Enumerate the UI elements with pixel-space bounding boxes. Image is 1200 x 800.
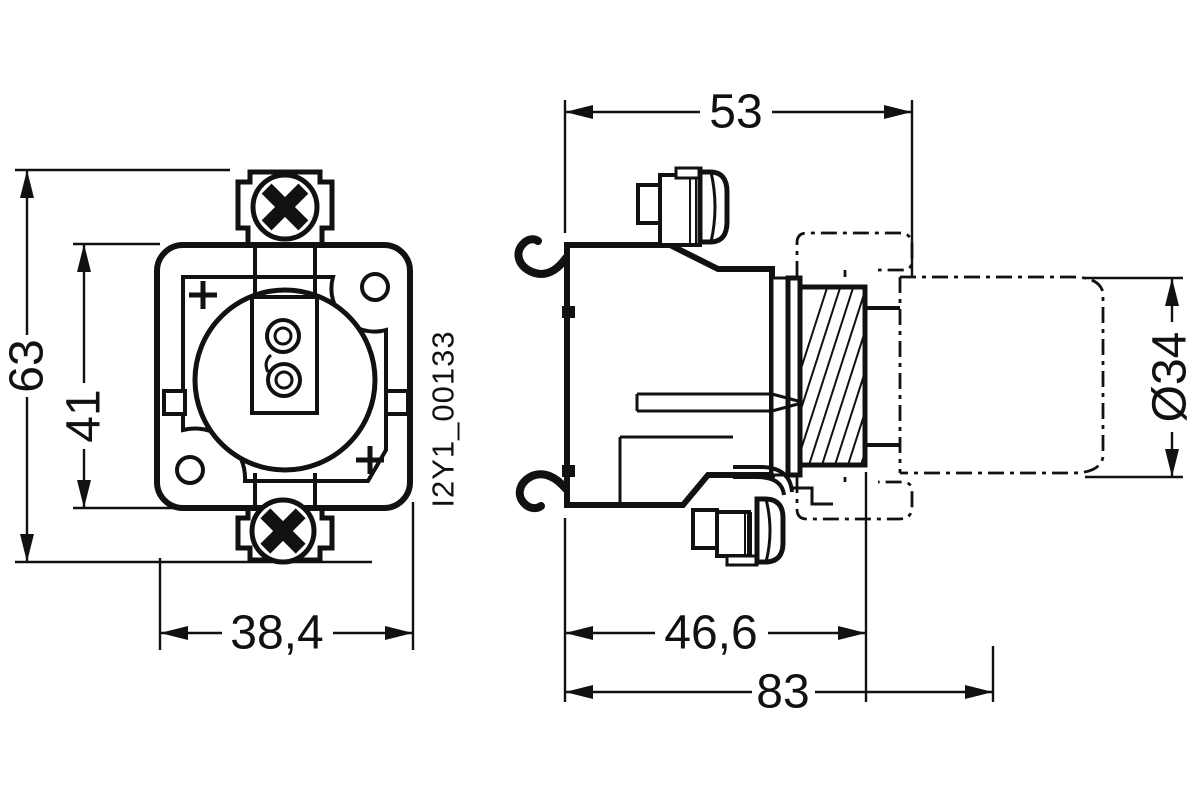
mount-hole-topright bbox=[360, 272, 390, 302]
edge-nub-top bbox=[562, 306, 575, 318]
pin-hole-bottom bbox=[266, 362, 302, 398]
dim-arrow-left bbox=[565, 105, 593, 119]
dim-arrow-up bbox=[1165, 278, 1179, 306]
dim-arrow-down bbox=[1165, 449, 1179, 477]
bottom-step bbox=[790, 486, 833, 506]
dim-value-overall-height: 63 bbox=[1, 339, 54, 392]
phillips-screw-bottom-icon bbox=[249, 497, 317, 565]
pin-hole-bottom-inner bbox=[274, 370, 294, 390]
wire-terminal-bottom bbox=[691, 465, 794, 567]
internal-step-line bbox=[618, 435, 733, 503]
dim-arrow-up bbox=[77, 244, 91, 272]
plus-mark-topleft bbox=[189, 281, 217, 309]
edge-nub-bottom bbox=[562, 465, 575, 477]
dim-value-faceplate-width: 38,4 bbox=[230, 607, 323, 660]
dim-arrow-down bbox=[77, 480, 91, 508]
mount-hook-bottom bbox=[515, 470, 570, 513]
dim-value-depth-to-flange: 46,6 bbox=[664, 607, 757, 660]
dim-arrow-right bbox=[965, 685, 993, 699]
dim-value-overall-depth: 83 bbox=[756, 666, 809, 719]
dim-arrow-right bbox=[884, 105, 912, 119]
part-number-label: I2Y1_00133 bbox=[426, 330, 461, 507]
phillips-screw-top-icon bbox=[250, 172, 320, 242]
side-view bbox=[514, 166, 1105, 567]
neck-hatching bbox=[802, 289, 863, 463]
pin-hole-tail bbox=[264, 353, 273, 373]
front-view bbox=[154, 169, 413, 565]
plus-mark-bottomright bbox=[356, 446, 384, 474]
dimension-overall-depth: 83 bbox=[565, 646, 995, 719]
dim-arrow-right bbox=[838, 626, 866, 640]
dimension-faceplate-width: 38,4 bbox=[158, 502, 415, 660]
plug-connector-lines bbox=[865, 306, 900, 447]
dimension-depth-to-flange: 46,6 bbox=[563, 472, 868, 702]
pin-carrier bbox=[250, 295, 319, 415]
dim-arrow-up bbox=[20, 170, 34, 198]
dim-arrow-left bbox=[565, 685, 593, 699]
dim-arrow-left bbox=[160, 626, 188, 640]
dim-arrow-down bbox=[20, 534, 34, 562]
dim-value-body-depth: 53 bbox=[709, 86, 762, 139]
latch-bottom-phantom bbox=[795, 477, 914, 521]
dimension-body-depth: 53 bbox=[563, 86, 914, 276]
latch-top-phantom bbox=[795, 231, 914, 277]
dimension-plug-diameter: Ø34 bbox=[1085, 276, 1197, 479]
dim-arrow-left bbox=[565, 626, 593, 640]
plug-body-phantom bbox=[898, 275, 1105, 475]
dim-value-body-height: 41 bbox=[58, 389, 111, 442]
pin-hole-top-inner bbox=[273, 326, 293, 346]
dim-value-plug-diameter: Ø34 bbox=[1144, 332, 1197, 423]
pin-hole-top bbox=[265, 318, 301, 354]
mount-hook-top bbox=[514, 235, 570, 278]
mount-hole-bottomleft bbox=[175, 455, 205, 485]
wire-terminal-top bbox=[636, 166, 730, 247]
contact-pin bbox=[635, 392, 799, 413]
dimension-overall-height: 63 bbox=[1, 168, 372, 564]
side-notch-right bbox=[384, 389, 410, 416]
side-notch-left bbox=[162, 389, 187, 416]
dimension-body-height: 41 bbox=[58, 242, 175, 510]
dim-arrow-right bbox=[385, 626, 413, 640]
